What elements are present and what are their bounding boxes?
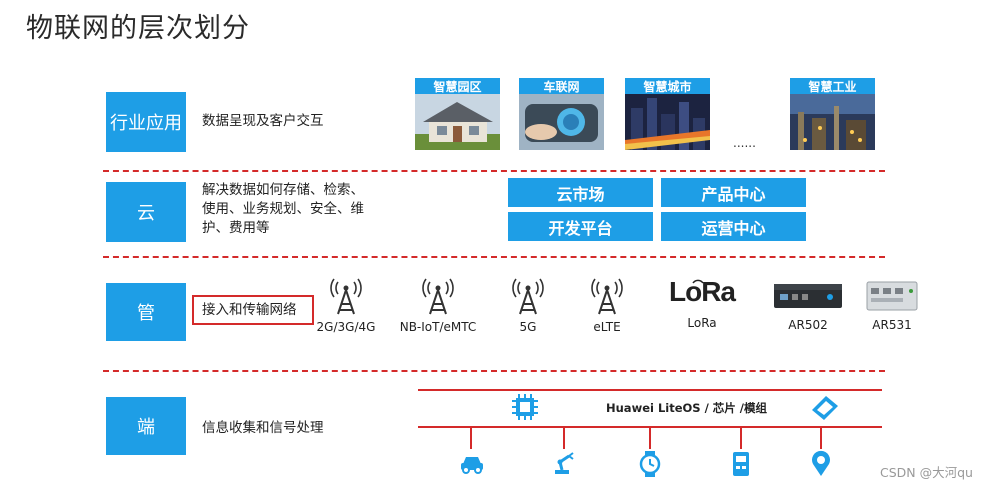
layer-desc-cloud: 解决数据如何存储、检索、 使用、业务规划、安全、维 护、费用等 bbox=[202, 181, 364, 238]
tracker-icon bbox=[809, 450, 833, 478]
app-card-smart-industry: 智慧工业 bbox=[790, 78, 875, 150]
watermark: CSDN @大河qu bbox=[880, 465, 973, 480]
layer-box-device: 端 bbox=[106, 397, 186, 455]
car-dashboard-image bbox=[519, 94, 604, 150]
app-card-smart-city: 智慧城市 bbox=[625, 78, 710, 150]
house-image bbox=[415, 94, 500, 150]
device-drop-line bbox=[649, 427, 651, 449]
layer-label: 管 bbox=[137, 303, 155, 324]
layer-desc-pipe: 接入和传输网络 bbox=[192, 295, 314, 325]
desc-text: 接入和传输网络 bbox=[202, 301, 297, 318]
layer-label: 云 bbox=[137, 203, 155, 224]
desc-line: 使用、业务规划、安全、维 bbox=[202, 201, 364, 217]
net-ar531: AR531 bbox=[860, 278, 924, 332]
desc-line: 护、费用等 bbox=[202, 220, 270, 236]
net-label: 2G/3G/4G bbox=[316, 320, 376, 334]
car-icon bbox=[459, 452, 485, 474]
page-title: 物联网的层次划分 bbox=[26, 13, 250, 44]
app-label: 车联网 bbox=[519, 78, 604, 94]
net-label: 5G bbox=[519, 320, 537, 334]
antenna-icon bbox=[512, 278, 544, 315]
net-nbiot: NB-IoT/eMTC bbox=[394, 276, 482, 334]
antenna-icon bbox=[330, 278, 362, 315]
dev-platform: 开发平台 bbox=[508, 212, 653, 241]
net-ar502: AR502 bbox=[770, 278, 846, 332]
chip-icon bbox=[510, 392, 540, 426]
product-center: 产品中心 bbox=[661, 178, 806, 207]
router-device-icon bbox=[774, 284, 842, 308]
app-card-smart-park: 智慧园区 bbox=[415, 78, 500, 150]
layer-divider bbox=[103, 256, 885, 258]
layer-box-application: 行业应用 bbox=[106, 92, 186, 152]
robot-arm-icon bbox=[551, 450, 577, 476]
desc-line: 解决数据如何存储、检索、 bbox=[202, 182, 364, 198]
meter-icon bbox=[730, 450, 752, 478]
app-card-car-network: 车联网 bbox=[519, 78, 604, 150]
layer-desc-device: 信息收集和信号处理 bbox=[202, 420, 324, 436]
layer-divider bbox=[103, 170, 885, 172]
antenna-icon bbox=[591, 278, 623, 315]
antenna-icon bbox=[422, 278, 454, 315]
factory-image bbox=[790, 94, 875, 150]
operation-center: 运营中心 bbox=[661, 212, 806, 241]
gateway-device-icon bbox=[866, 281, 918, 311]
module-icon bbox=[808, 392, 842, 426]
lora-logo: LoRa bbox=[669, 276, 736, 307]
device-bar-top-line bbox=[418, 389, 882, 391]
layer-divider bbox=[103, 370, 885, 372]
net-label: eLTE bbox=[593, 320, 621, 334]
net-label: AR531 bbox=[872, 318, 912, 332]
layer-label: 端 bbox=[137, 417, 155, 438]
app-label: 智慧工业 bbox=[790, 78, 875, 94]
device-drop-line bbox=[740, 427, 742, 449]
watch-icon bbox=[638, 450, 662, 478]
device-drop-line bbox=[470, 427, 472, 449]
apps-ellipsis: ...... bbox=[733, 136, 756, 150]
layer-box-pipe: 管 bbox=[106, 283, 186, 341]
signal-arc-icon bbox=[692, 279, 704, 284]
layer-desc-application: 数据呈现及客户交互 bbox=[202, 113, 324, 129]
net-label: NB-IoT/eMTC bbox=[399, 320, 477, 334]
net-label: LoRa bbox=[687, 316, 717, 330]
layer-label: 行业应用 bbox=[110, 113, 182, 134]
device-bar-label: Huawei LiteOS / 芯片 /模组 bbox=[606, 401, 767, 415]
layer-box-cloud: 云 bbox=[106, 182, 186, 242]
net-elte: eLTE bbox=[584, 276, 630, 334]
app-label: 智慧园区 bbox=[415, 78, 500, 94]
net-5g: 5G bbox=[508, 276, 548, 334]
device-drop-line bbox=[820, 427, 822, 449]
net-2g3g4g: 2G/3G/4G bbox=[314, 276, 378, 334]
cloud-market: 云市场 bbox=[508, 178, 653, 207]
net-lora: LoRa LoRa bbox=[664, 272, 740, 330]
city-image bbox=[625, 94, 710, 150]
net-label: AR502 bbox=[788, 318, 828, 332]
device-drop-line bbox=[563, 427, 565, 449]
app-label: 智慧城市 bbox=[625, 78, 710, 94]
